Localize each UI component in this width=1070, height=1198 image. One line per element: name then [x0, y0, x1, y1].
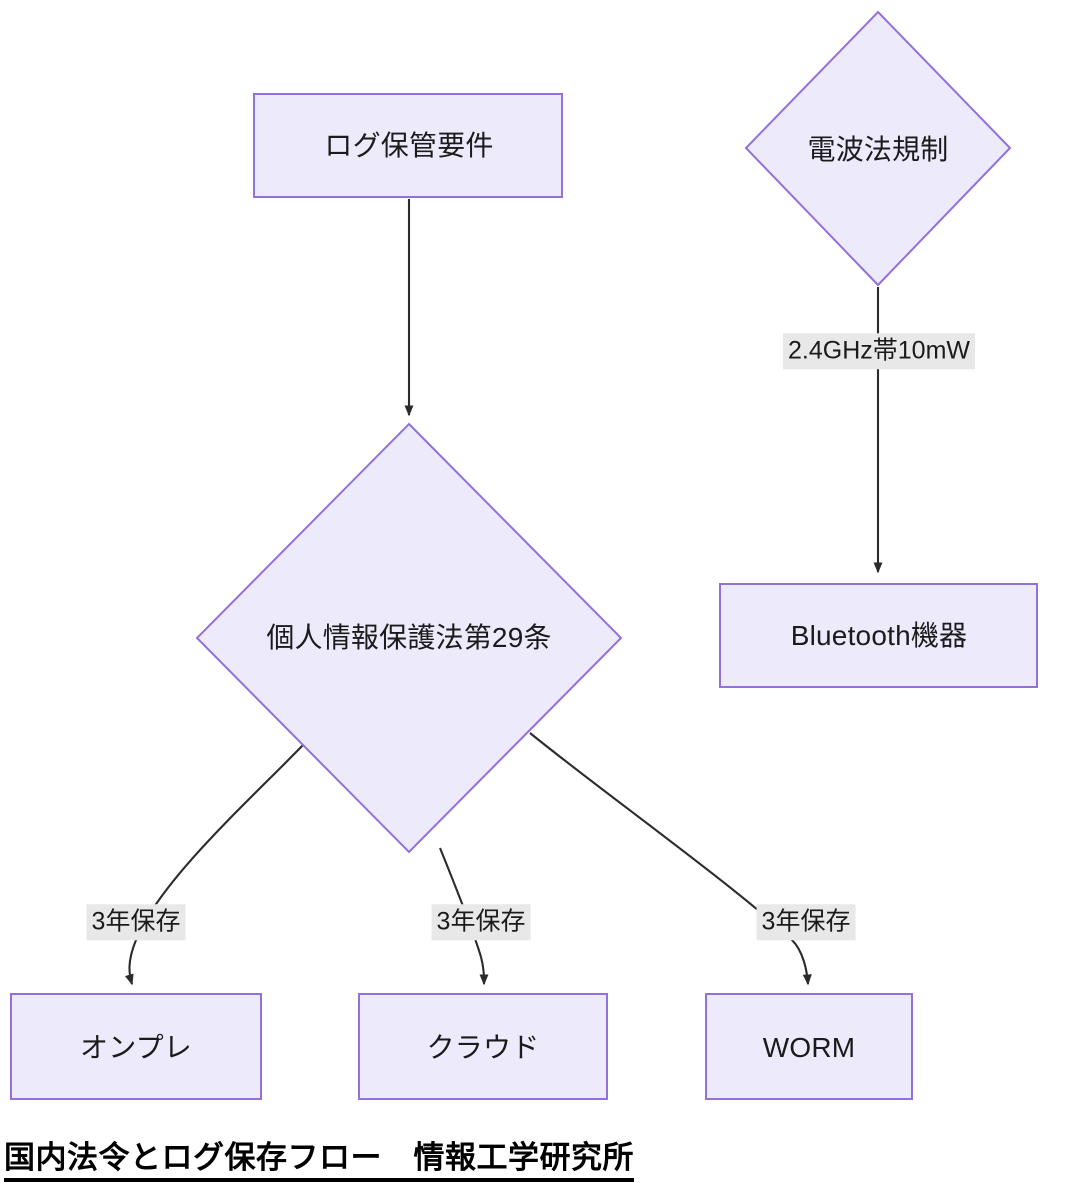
node-log-requirement[interactable] [253, 93, 563, 198]
diagram-caption: 国内法令とログ保存フロー 情報工学研究所 [4, 1140, 634, 1182]
diagram-caption-underline [4, 1177, 634, 1182]
edge-label-radio-act-to-bluetooth: 2.4GHz帯10mW [783, 333, 975, 369]
node-on-premise[interactable] [10, 993, 262, 1100]
edge-appi-to-on-premise [124, 744, 304, 986]
node-cloud[interactable] [358, 993, 608, 1100]
node-radio-act[interactable] [744, 10, 1012, 287]
node-appi-article-29[interactable] [195, 422, 623, 854]
diagram-caption-text: 国内法令とログ保存フロー 情報工学研究所 [4, 1140, 634, 1175]
edge-label-appi-to-cloud: 3年保存 [431, 904, 531, 940]
edge-label-appi-to-worm: 3年保存 [756, 904, 856, 940]
edge-appi-to-cloud [439, 847, 489, 986]
node-worm[interactable] [705, 993, 913, 1100]
edge-label-appi-to-on-premise: 3年保存 [86, 904, 186, 940]
node-bluetooth-device[interactable] [719, 583, 1038, 688]
edge-appi-to-worm [529, 732, 812, 986]
